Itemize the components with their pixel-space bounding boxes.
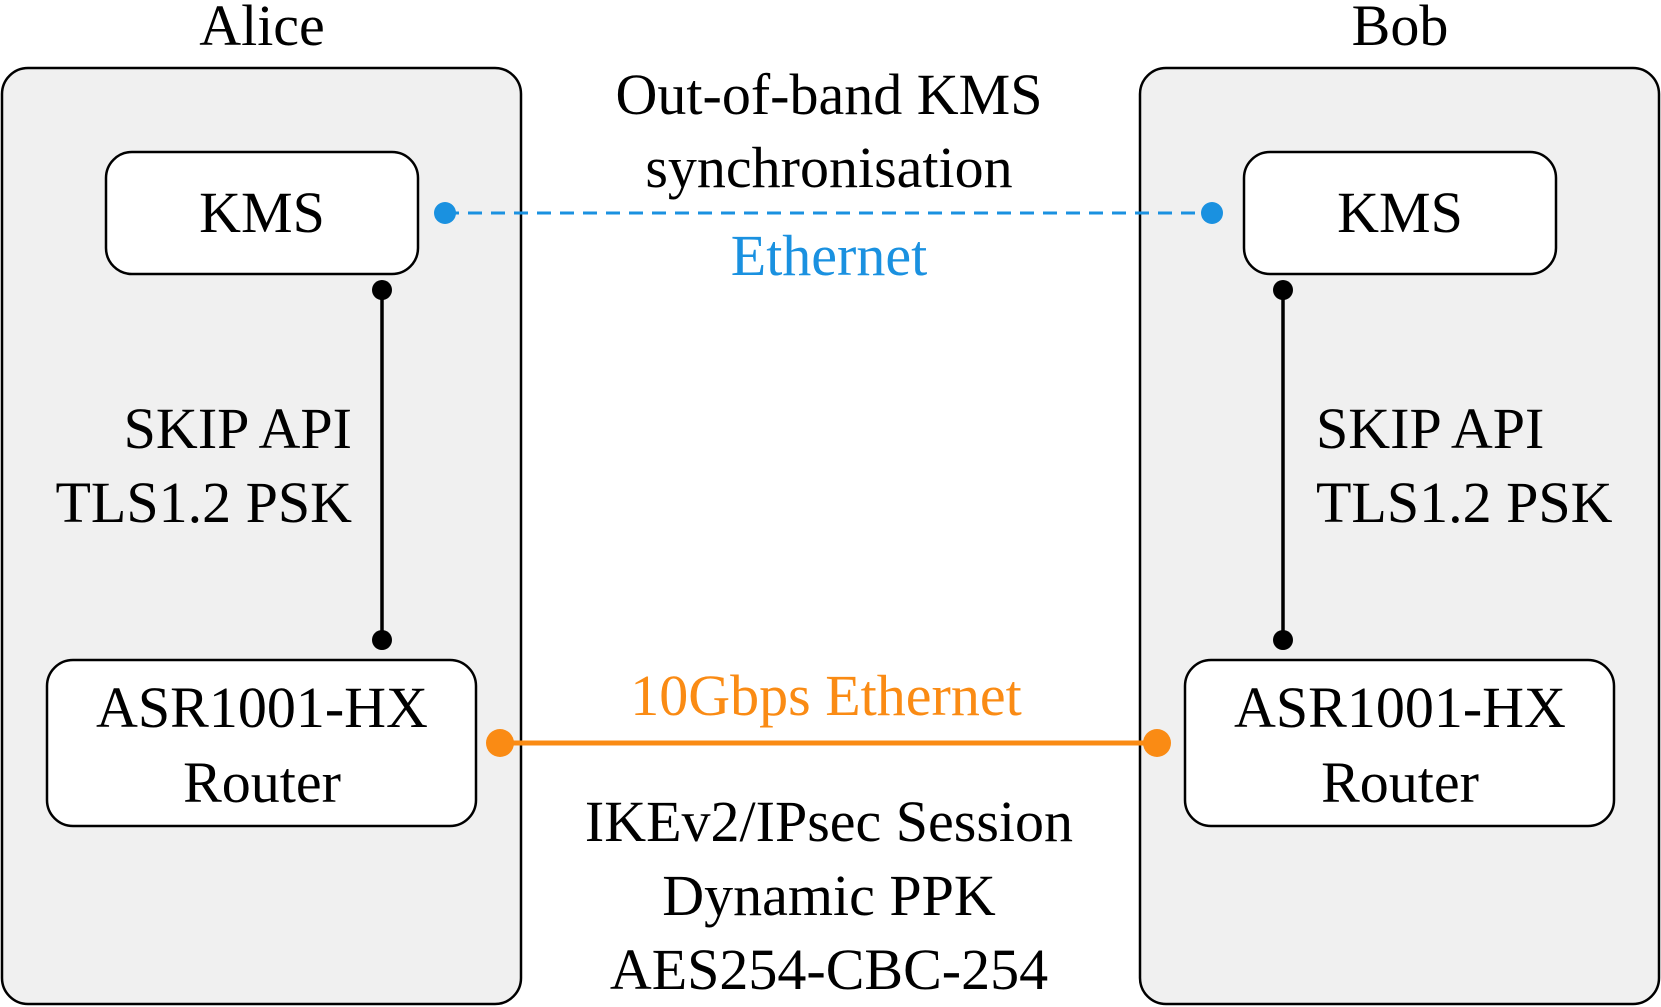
alice-kms-box [104, 150, 420, 276]
alice-skip-label-line2: TLS1.2 PSK [55, 470, 352, 535]
bob-skip-label-line1: SKIP API [1316, 396, 1544, 461]
router-link-label-line1: IKEv2/IPsec Session [585, 789, 1073, 854]
kms-link-end-bob [1201, 202, 1223, 224]
bob-skip-label-line2: TLS1.2 PSK [1316, 470, 1613, 535]
alice-kms-label: KMS [199, 180, 325, 245]
kms-sync-link: Out-of-band KMS synchronisation Ethernet [434, 62, 1223, 288]
alice-router-label-line2: Router [183, 750, 341, 815]
bob-site: Bob KMS ASR1001-HX Router SKIP API TLS1.… [1138, 0, 1661, 1006]
kms-link-end-alice [434, 202, 456, 224]
bob-kms-box [1242, 150, 1558, 276]
bob-router-label-line1: ASR1001-HX [1234, 675, 1566, 740]
alice-title: Alice [199, 0, 325, 58]
kms-link-label-line1: Out-of-band KMS [616, 62, 1043, 127]
alice-router-label-line1: ASR1001-HX [96, 675, 428, 740]
kms-link-label-line2: synchronisation [645, 135, 1012, 200]
bob-kms-label: KMS [1337, 180, 1463, 245]
router-link-label-line3: AES254-CBC-254 [610, 937, 1048, 1002]
alice-router-box [45, 658, 478, 828]
router-link-end-alice [486, 729, 514, 757]
bob-title: Bob [1352, 0, 1449, 58]
router-link: 10Gbps Ethernet IKEv2/IPsec Session Dyna… [486, 663, 1171, 1002]
router-link-label-line2: Dynamic PPK [662, 863, 996, 928]
alice-skip-link-end-bottom [372, 630, 392, 650]
bob-skip-link-end-bottom [1273, 630, 1293, 650]
router-link-medium: 10Gbps Ethernet [630, 663, 1021, 728]
alice-skip-link-end-top [372, 280, 392, 300]
bob-router-label-line2: Router [1321, 750, 1479, 815]
kms-link-medium: Ethernet [731, 223, 927, 288]
alice-skip-label-line1: SKIP API [124, 396, 352, 461]
bob-skip-link-end-top [1273, 280, 1293, 300]
alice-site: Alice KMS ASR1001-HX Router SKIP API TLS… [0, 0, 523, 1006]
bob-router-box [1183, 658, 1616, 828]
router-link-end-bob [1143, 729, 1171, 757]
